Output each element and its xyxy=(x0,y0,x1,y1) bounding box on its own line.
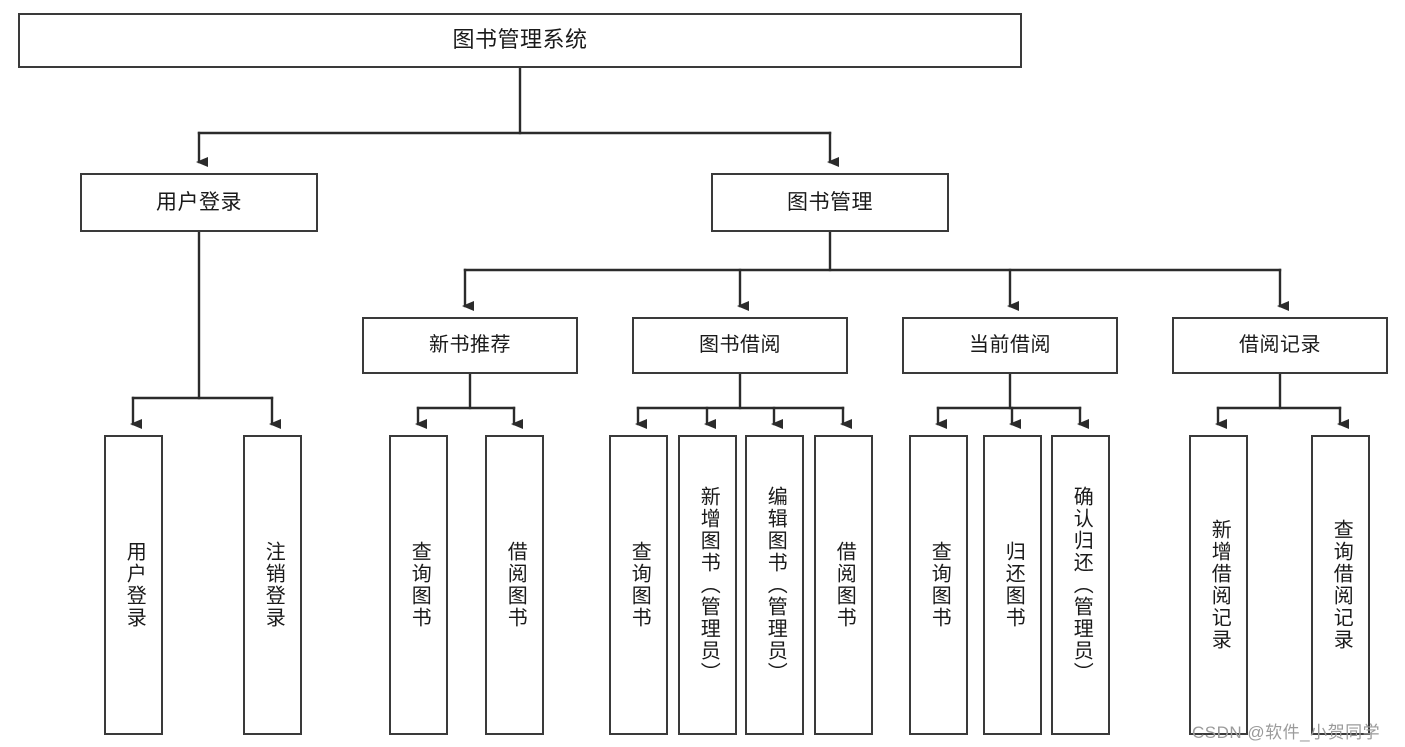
leaf-query-book-current[interactable]: 查询图书 xyxy=(909,435,968,735)
leaf-label: 查询图书 xyxy=(928,541,951,629)
node-borrow-record-label: 借阅记录 xyxy=(1239,334,1321,357)
leaf-label: 归还图书 xyxy=(1002,541,1025,629)
leaf-borrow-book-recommend[interactable]: 借阅图书 xyxy=(485,435,544,735)
node-current-borrow-label: 当前借阅 xyxy=(969,334,1051,357)
leaf-query-borrow-record[interactable]: 查询借阅记录 xyxy=(1311,435,1370,735)
leaf-edit-book-admin[interactable]: 编辑图书（管理员） xyxy=(745,435,804,735)
node-book-management[interactable]: 图书管理 xyxy=(711,173,949,232)
node-book-borrow-label: 图书借阅 xyxy=(699,334,781,357)
csdn-watermark: CSDN @软件_小贺同学 xyxy=(1192,723,1381,742)
leaf-user-login[interactable]: 用户登录 xyxy=(104,435,163,735)
node-borrow-record[interactable]: 借阅记录 xyxy=(1172,317,1388,374)
leaf-borrow-book[interactable]: 借阅图书 xyxy=(814,435,873,735)
leaf-return-book[interactable]: 归还图书 xyxy=(983,435,1042,735)
leaf-label: 用户登录 xyxy=(123,541,146,629)
leaf-label: 查询图书 xyxy=(408,541,431,629)
leaf-add-borrow-record[interactable]: 新增借阅记录 xyxy=(1189,435,1248,735)
node-book-borrow[interactable]: 图书借阅 xyxy=(632,317,848,374)
leaf-label: 查询图书 xyxy=(628,541,651,629)
leaf-label: 注销登录 xyxy=(262,541,285,629)
leaf-add-book-admin[interactable]: 新增图书（管理员） xyxy=(678,435,737,735)
node-root-label: 图书管理系统 xyxy=(452,27,588,53)
leaf-label: 新增图书（管理员） xyxy=(697,486,720,684)
leaf-query-book-borrow[interactable]: 查询图书 xyxy=(609,435,668,735)
leaf-query-book-recommend[interactable]: 查询图书 xyxy=(389,435,448,735)
leaf-label: 新增借阅记录 xyxy=(1208,519,1231,651)
node-new-book-recommend-label: 新书推荐 xyxy=(429,334,511,357)
leaf-logout[interactable]: 注销登录 xyxy=(243,435,302,735)
node-current-borrow[interactable]: 当前借阅 xyxy=(902,317,1118,374)
leaf-label: 借阅图书 xyxy=(833,541,856,629)
leaf-confirm-return-admin[interactable]: 确认归还（管理员） xyxy=(1051,435,1110,735)
node-user-login[interactable]: 用户登录 xyxy=(80,173,318,232)
leaf-label: 借阅图书 xyxy=(504,541,527,629)
leaf-label: 查询借阅记录 xyxy=(1330,519,1353,651)
node-root[interactable]: 图书管理系统 xyxy=(18,13,1022,68)
node-user-login-label: 用户登录 xyxy=(156,190,242,214)
node-book-management-label: 图书管理 xyxy=(787,190,873,214)
node-new-book-recommend[interactable]: 新书推荐 xyxy=(362,317,578,374)
leaf-label: 确认归还（管理员） xyxy=(1070,486,1093,684)
leaf-label: 编辑图书（管理员） xyxy=(764,486,787,684)
